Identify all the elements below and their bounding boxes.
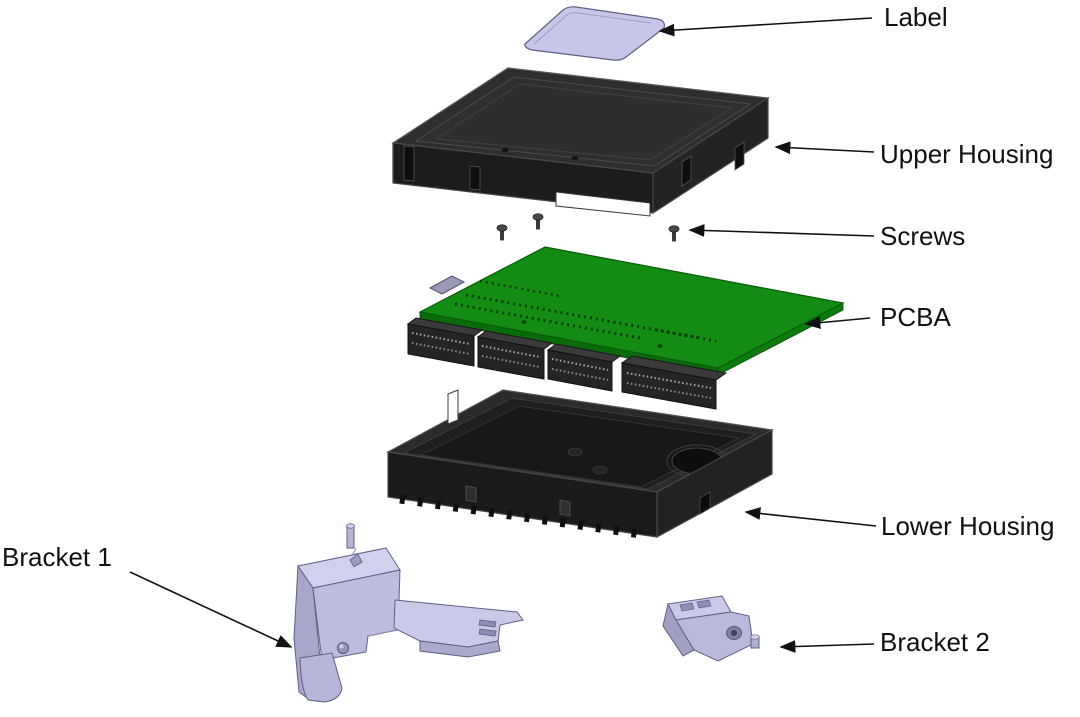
screw-icon <box>668 225 680 242</box>
part-lower-housing <box>386 389 774 540</box>
callout-screws: Screws <box>880 221 966 251</box>
pcb-connector <box>620 355 728 410</box>
part-label <box>524 6 665 61</box>
arrow-to-lower-housing <box>744 507 877 527</box>
callout-pcba: PCBA <box>880 302 951 332</box>
arrow-to-label <box>658 17 873 37</box>
pcb-connector <box>476 330 554 380</box>
arrow-to-bracket-1 <box>129 571 293 648</box>
arrow-to-bracket-2 <box>779 640 875 653</box>
leader-arrows <box>129 17 877 653</box>
screw-icon <box>532 213 544 230</box>
screw-icon <box>496 224 508 241</box>
part-upper-housing <box>391 67 770 217</box>
arrow-to-screws <box>688 224 875 237</box>
callout-bracket-2: Bracket 2 <box>880 627 990 657</box>
arrow-to-upper-housing <box>774 141 875 155</box>
arrow-to-pcba <box>804 316 871 330</box>
pcb-connector <box>546 343 622 392</box>
part-pcba <box>406 246 845 410</box>
pcb-connector <box>406 317 484 367</box>
part-bracket-1 <box>293 523 524 703</box>
part-bracket-2 <box>662 595 760 662</box>
callout-bracket-1: Bracket 1 <box>2 542 112 572</box>
callout-upper-housing: Upper Housing <box>880 139 1054 169</box>
callout-label: Label <box>884 2 948 32</box>
part-screws <box>496 213 680 242</box>
callout-lower-housing: Lower Housing <box>881 511 1055 541</box>
